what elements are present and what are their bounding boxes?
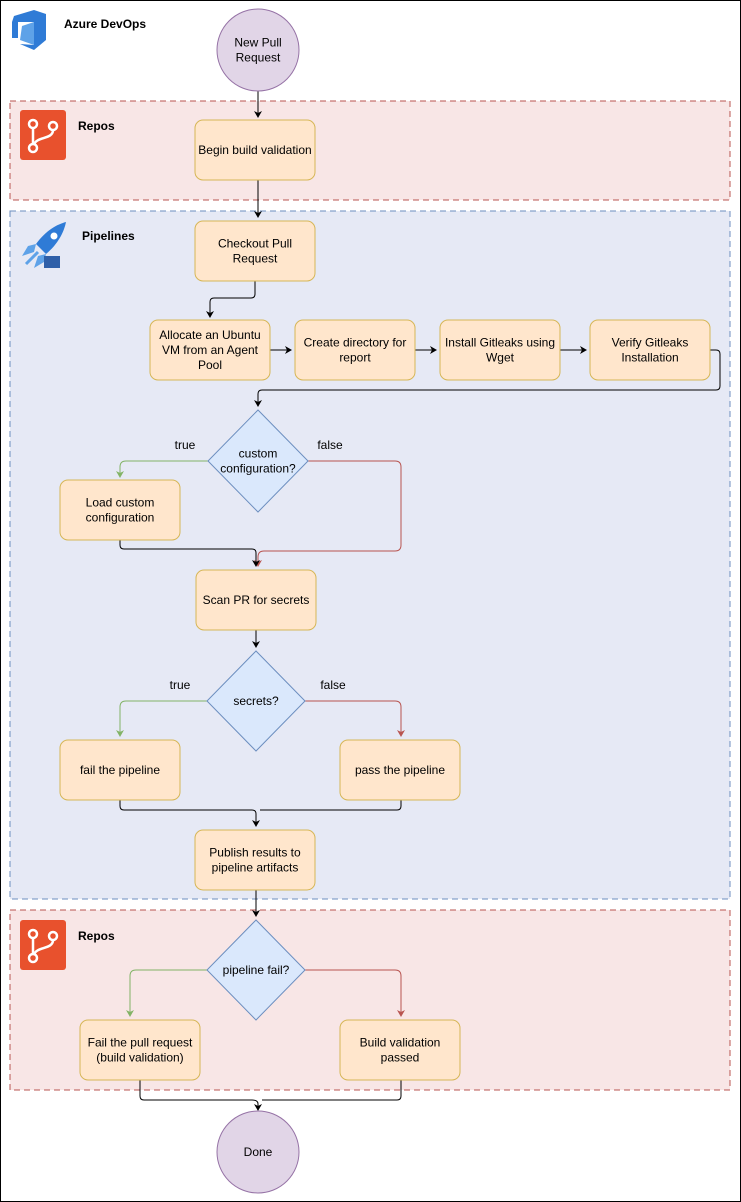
pipelines-icon (22, 222, 66, 268)
node-text-line: Installation (621, 351, 678, 365)
node-pass-pipeline[interactable]: pass the pipeline (339, 739, 461, 801)
node-text-line: Install Gitleaks using (445, 336, 555, 350)
node-text-line: Verify Gitleaks (612, 336, 689, 350)
repos-icon (20, 110, 66, 160)
node-text-line: Create directory for (304, 336, 407, 350)
edge-label-secrets-true: true (170, 678, 191, 692)
node-text-line: Pool (198, 358, 222, 372)
node-text: pipeline fail? (223, 963, 290, 977)
node-text-line: Scan PR for secrets (203, 593, 310, 607)
node-text-line: Build validation (360, 1036, 441, 1050)
node-text-line: Done (244, 1145, 273, 1159)
node-text-line: Fail the pull request (88, 1036, 193, 1050)
lane-label: Repos (78, 929, 115, 943)
node-text: fail the pipeline (80, 763, 160, 777)
edge-secrets-true (116, 700, 208, 737)
repos-icon (20, 920, 66, 970)
node-secrets-decision[interactable]: secrets? (206, 650, 306, 752)
node-text: Scan PR for secrets (203, 593, 310, 607)
edge-custom-true (116, 460, 208, 478)
lane-label: Repos (78, 119, 115, 133)
node-text-line: configuration? (220, 462, 296, 476)
node-text-line: Request (233, 252, 278, 266)
node-text-line: (build validation) (96, 1051, 183, 1065)
edge-secrets-false (304, 700, 405, 737)
node-text: Done (244, 1145, 273, 1159)
edge-checkout-to-allocate (206, 281, 256, 318)
node-text-line: Request (236, 51, 281, 65)
node-text-line: VM from an Agent (162, 343, 259, 357)
node-text: secrets? (233, 694, 279, 708)
node-text-line: pipeline fail? (223, 963, 290, 977)
node-text-line: passed (381, 1051, 420, 1065)
lane-repos-top: Repos (9, 100, 731, 201)
edges (116, 91, 721, 1111)
azure-devops-logo-icon (12, 10, 46, 50)
node-done[interactable]: Done (216, 1110, 300, 1194)
node-text-line: report (339, 351, 371, 365)
edge-pipelinefail-false (304, 969, 405, 1017)
node-text-line: Begin build validation (198, 143, 311, 157)
node-text-line: New Pull (234, 36, 281, 50)
node-text-line: pass the pipeline (355, 763, 445, 777)
edge-label-secrets-false: false (320, 678, 346, 692)
node-text-line: Publish results to (209, 846, 301, 860)
edge-custom-false (254, 460, 402, 567)
edge-failpr-to-done (139, 1080, 262, 1111)
node-text-line: Checkout Pull (218, 237, 292, 251)
node-fail-pipeline[interactable]: fail the pipeline (59, 739, 181, 801)
node-begin-validation[interactable]: Begin build validation (194, 119, 316, 181)
node-text-line: Wget (486, 351, 515, 365)
node-text-line: Allocate an Ubuntu (159, 328, 260, 342)
node-text-line: Load custom (86, 496, 155, 510)
edge-label-custom-true: true (175, 438, 196, 452)
lane-background (9, 100, 731, 201)
node-text: pass the pipeline (355, 763, 445, 777)
node-pipeline-fail-decision[interactable]: pipeline fail? (206, 919, 306, 1021)
header: Azure DevOps (12, 10, 146, 50)
edge-label-custom-false: false (317, 438, 343, 452)
edge-fail-to-publish (119, 800, 260, 827)
edge-loadconfig-to-scan (119, 540, 260, 567)
node-text: Begin build validation (198, 143, 311, 157)
node-text-line: fail the pipeline (80, 763, 160, 777)
node-fail-pr[interactable]: Fail the pull request(build validation) (79, 1019, 201, 1081)
node-scan-pr[interactable]: Scan PR for secrets (195, 569, 317, 631)
edge-verify-to-custom (254, 349, 721, 407)
app-title: Azure DevOps (64, 17, 146, 31)
edge-passed-to-done (262, 1080, 402, 1101)
edge-pipelinefail-true (126, 969, 208, 1017)
lane-label: Pipelines (82, 229, 135, 243)
node-text-line: secrets? (233, 694, 279, 708)
edge-pass-to-publish (260, 800, 402, 811)
node-text-line: configuration (86, 511, 155, 525)
node-text: Fail the pull request(build validation) (88, 1036, 193, 1065)
node-text-line: pipeline artifacts (212, 861, 299, 875)
node-text-line: custom (239, 447, 278, 461)
